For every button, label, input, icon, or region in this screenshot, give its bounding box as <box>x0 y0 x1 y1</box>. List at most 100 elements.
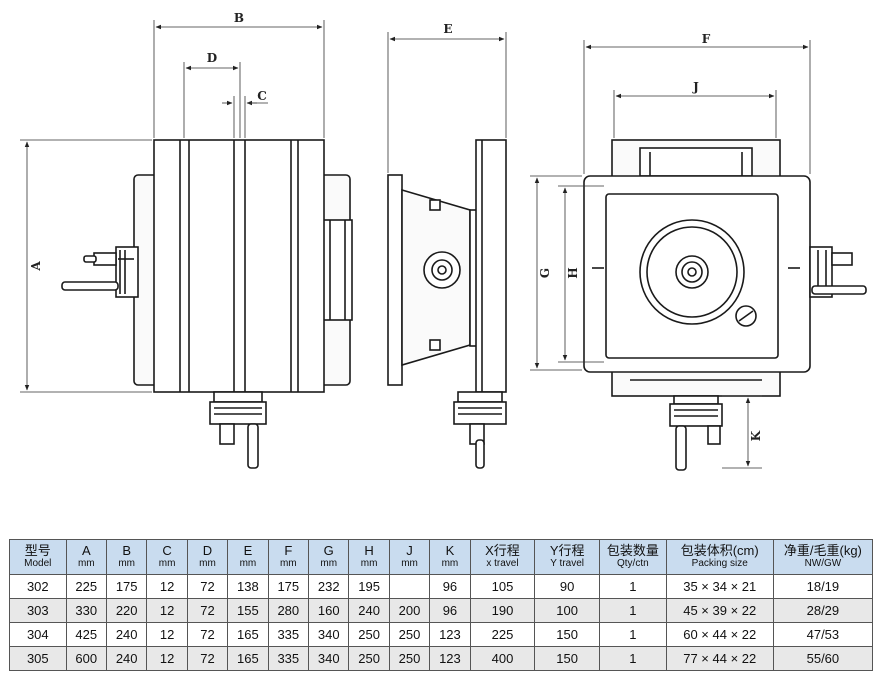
front-view <box>61 139 353 469</box>
dim-label-b: B <box>234 11 244 25</box>
table-cell: 302 <box>9 574 67 599</box>
table-cell: 335 <box>267 622 310 647</box>
table-cell: 35 × 34 × 21 <box>665 574 774 599</box>
top-view-dimensions <box>530 40 811 469</box>
table-cell: 90 <box>534 574 600 599</box>
table-cell: 303 <box>9 598 67 623</box>
table-cell: 18/19 <box>772 574 874 599</box>
dim-label-d: D <box>207 51 217 65</box>
table-cell: 12 <box>146 574 188 599</box>
dim-label-j: J <box>692 80 699 94</box>
table-cell: 304 <box>9 622 67 647</box>
table-cell: 165 <box>227 622 269 647</box>
dim-label-c: C <box>257 89 267 103</box>
table-cell: 600 <box>65 646 107 671</box>
table-cell: 123 <box>429 622 471 647</box>
table-cell: 160 <box>308 598 350 623</box>
table-cell: 250 <box>388 622 431 647</box>
side-view-dimensions <box>387 32 507 173</box>
table-cell: 400 <box>469 646 536 671</box>
table-row: 303 330 220 12 72 155 280 160 240 200 96… <box>9 598 874 623</box>
table-cell: 340 <box>308 646 350 671</box>
table-cell: 175 <box>105 574 148 599</box>
top-view <box>583 139 867 471</box>
table-cell: 100 <box>534 598 600 623</box>
front-view-dimensions <box>20 20 325 393</box>
table-cell: 225 <box>65 574 107 599</box>
table-cell: 250 <box>348 622 390 647</box>
dim-label-e: E <box>443 22 452 36</box>
table-cell: 12 <box>146 598 188 623</box>
table-cell: 105 <box>469 574 536 599</box>
table-cell: 335 <box>267 646 310 671</box>
table-cell: 175 <box>267 574 310 599</box>
dim-label-k: K <box>749 430 763 441</box>
table-cell: 72 <box>186 598 229 623</box>
table-cell: 165 <box>227 646 269 671</box>
table-cell: 425 <box>65 622 107 647</box>
table-cell: 55/60 <box>772 646 874 671</box>
table-cell: 250 <box>348 646 390 671</box>
table-cell <box>388 574 431 599</box>
table-cell: 47/53 <box>772 622 874 647</box>
table-cell: 225 <box>469 622 536 647</box>
table-cell: 123 <box>429 646 471 671</box>
table-cell: 155 <box>227 598 269 623</box>
table-cell: 330 <box>65 598 107 623</box>
table-cell: 240 <box>348 598 390 623</box>
table-cell: 12 <box>146 646 188 671</box>
table-cell: 195 <box>348 574 390 599</box>
table-cell: 1 <box>598 574 667 599</box>
table-cell: 1 <box>598 646 667 671</box>
table-row: 305 600 240 12 72 165 335 340 250 250 12… <box>9 646 874 671</box>
table-cell: 150 <box>534 622 600 647</box>
table-cell: 190 <box>469 598 536 623</box>
table-cell: 280 <box>267 598 310 623</box>
table-cell: 250 <box>388 646 431 671</box>
table-cell: 96 <box>429 598 471 623</box>
table-cell: 1 <box>598 598 667 623</box>
dim-label-a: A <box>29 261 43 272</box>
dim-label-g: G <box>538 268 552 278</box>
technical-drawing: B D C A E <box>20 11 867 471</box>
table-cell: 232 <box>308 574 350 599</box>
table-cell: 45 × 39 × 22 <box>665 598 774 623</box>
table-cell: 96 <box>429 574 471 599</box>
table-cell: 200 <box>388 598 431 623</box>
table-cell: 12 <box>146 622 188 647</box>
dim-label-f: F <box>702 32 711 46</box>
table-cell: 138 <box>227 574 269 599</box>
table-cell: 1 <box>598 622 667 647</box>
table-cell: 220 <box>105 598 148 623</box>
table-cell: 150 <box>534 646 600 671</box>
side-view <box>387 139 507 469</box>
table-cell: 77 × 44 × 22 <box>665 646 774 671</box>
table-cell: 305 <box>9 646 67 671</box>
table-cell: 72 <box>186 646 229 671</box>
table-cell: 72 <box>186 622 229 647</box>
header-cell: 包装体积(cm)Packing size <box>665 539 774 575</box>
table-cell: 240 <box>105 646 148 671</box>
dim-label-h: H <box>566 267 580 278</box>
table-cell: 240 <box>105 622 148 647</box>
table-row: 304 425 240 12 72 165 335 340 250 250 12… <box>9 622 874 647</box>
table-cell: 72 <box>186 574 229 599</box>
table-cell: 60 × 44 × 22 <box>665 622 774 647</box>
header-cell: 净重/毛重(kg)NW/GW <box>772 539 874 575</box>
table-cell: 28/29 <box>772 598 874 623</box>
